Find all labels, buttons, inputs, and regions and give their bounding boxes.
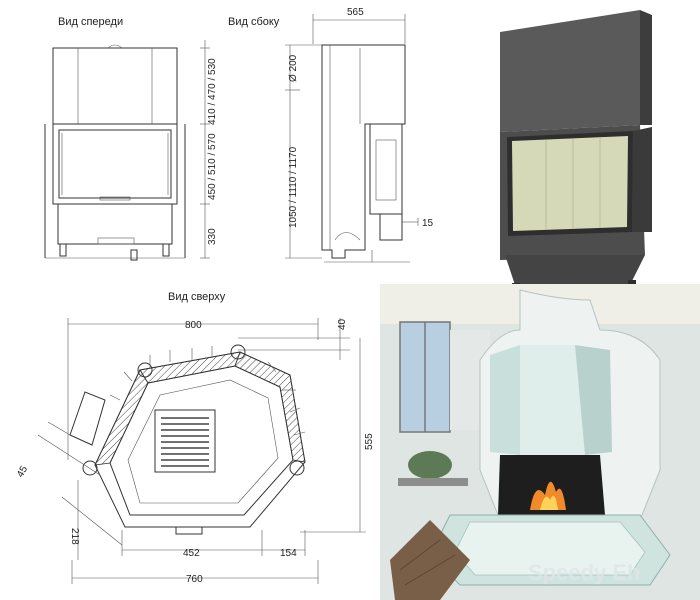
product-render <box>500 10 652 320</box>
top-grate <box>154 409 216 473</box>
side-door <box>369 123 403 215</box>
front-view-title: Вид спереди <box>58 16 123 28</box>
side-view-title: Вид сбоку <box>228 16 280 28</box>
top-bottom-dims: 452 154 760 <box>71 530 319 585</box>
front-bottom-dim: 330 <box>207 228 218 245</box>
top-view: Вид сверху 800 40 555 <box>15 291 375 585</box>
side-width-value: 565 <box>347 7 364 18</box>
interior-photo: Speedy Eh <box>380 284 700 600</box>
top-view-title: Вид сверху <box>168 291 226 303</box>
top-gap-dim: 40 <box>238 318 350 360</box>
front-middle-dim: 450 / 510 / 570 <box>207 133 218 200</box>
top-depth-value: 555 <box>364 433 375 450</box>
front-top-dim: 410 / 470 / 530 <box>207 58 218 125</box>
side-flue-dim: Ø 200 <box>288 54 299 82</box>
side-width-dim: 565 <box>312 7 406 44</box>
side-offset-dim: 15 <box>422 218 434 229</box>
front-firebox <box>52 123 178 205</box>
front-glass <box>58 129 172 199</box>
side-dims: Ø 200 1050 / 1110 / 1170 15 <box>285 44 434 259</box>
front-view: Вид спереди 410 / 470 / 530 450 / 510 / … <box>44 16 218 261</box>
top-left-dims: 45 218 <box>15 421 123 560</box>
side-height-dim: 1050 / 1110 / 1170 <box>288 146 299 228</box>
render-hood <box>500 10 640 132</box>
render-glass <box>512 136 628 231</box>
top-door-panel <box>69 391 106 446</box>
top-edge-value: 154 <box>280 548 297 559</box>
watermark: Speedy Eh <box>528 560 640 585</box>
side-outline <box>321 44 406 259</box>
top-width-value: 800 <box>185 320 202 331</box>
front-hood <box>52 47 178 125</box>
top-inner-value: 452 <box>183 548 200 559</box>
top-angle-value: 45 <box>15 464 30 480</box>
side-view: Вид сбоку 565 Ø 200 1050 / 1110 / 1170 <box>228 7 434 263</box>
top-width-dim: 800 <box>67 318 319 460</box>
front-height-dims: 410 / 470 / 530 450 / 510 / 570 330 <box>200 40 218 259</box>
top-depth-dim: 555 <box>300 338 375 533</box>
top-gap-value: 40 <box>337 318 348 330</box>
top-side-value: 218 <box>69 528 80 545</box>
top-width-bottom-value: 760 <box>186 574 203 585</box>
